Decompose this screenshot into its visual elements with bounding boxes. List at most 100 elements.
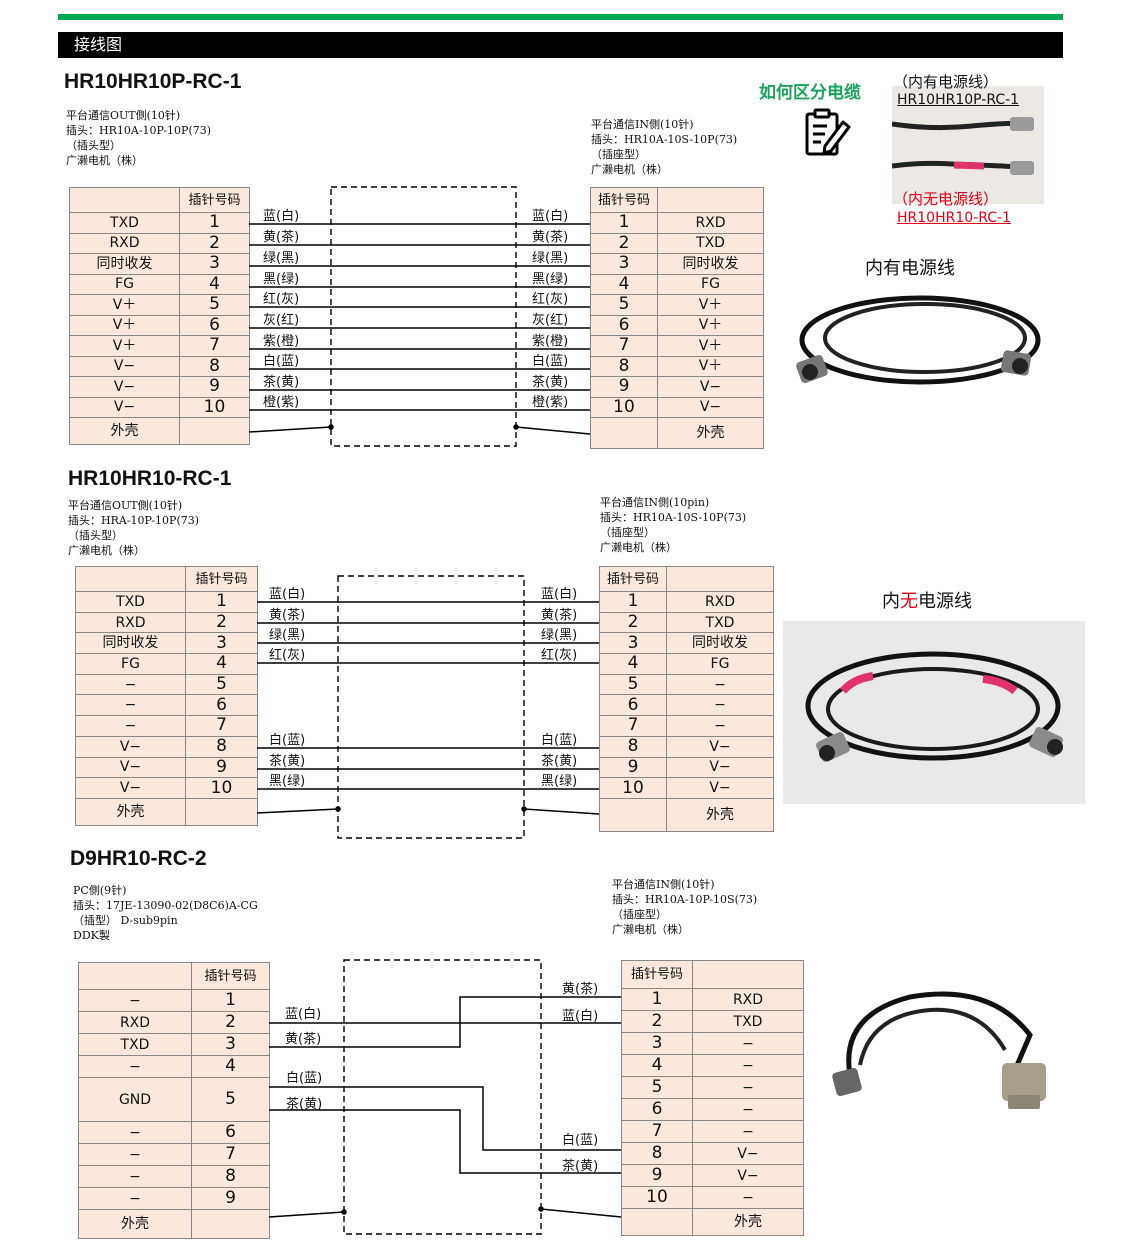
signal-name: V＋ bbox=[69, 314, 180, 336]
pin-row: V−10 bbox=[75, 777, 258, 799]
signal-name: TXD bbox=[78, 1033, 192, 1056]
diagram1-shield-box bbox=[330, 186, 517, 447]
shell-label: 外壳 bbox=[75, 797, 186, 826]
pin-number: 9 bbox=[185, 756, 258, 779]
how-to-distinguish-label: 如何区分电缆 bbox=[759, 83, 861, 103]
section-header: 接线图 bbox=[58, 32, 1063, 58]
wire-color-label: 红(灰) bbox=[269, 648, 306, 663]
photo2-caption: 内无电源线 bbox=[882, 591, 972, 612]
wire-color-label: 黑(绿) bbox=[269, 774, 306, 789]
shell-blank bbox=[179, 417, 250, 445]
signal-name: FG bbox=[666, 653, 774, 675]
no-power-line-label: （内无电源线） bbox=[893, 190, 999, 208]
pin-row: 10− bbox=[621, 1186, 804, 1209]
shell-label: 外壳 bbox=[657, 417, 764, 449]
wire bbox=[515, 426, 591, 435]
wire-color-label: 绿(黑) bbox=[541, 628, 578, 643]
wire-color-label: 黑(绿) bbox=[263, 272, 300, 287]
wire-color-label: 白(蓝) bbox=[541, 733, 578, 748]
dsub-cable-photo bbox=[830, 975, 1060, 1115]
shell-label: 外壳 bbox=[78, 1209, 192, 1239]
diagram1-left-info: 平台通信OUT側(10针) 插头：HR10A-10P-10P(73) （插头型）… bbox=[66, 109, 212, 167]
diagram3-title: D9HR10-RC-2 bbox=[70, 847, 207, 870]
wire-color-label: 黑(绿) bbox=[532, 272, 569, 287]
shell-blank bbox=[191, 1209, 270, 1239]
wire-color-label: 茶(黄) bbox=[263, 375, 300, 390]
wire bbox=[248, 426, 332, 433]
wire-color-label: 黄(茶) bbox=[269, 608, 306, 623]
signal-name: RXD bbox=[666, 591, 774, 613]
signal-name: 同时收发 bbox=[69, 253, 180, 275]
wire-color-label: 蓝(白) bbox=[269, 587, 306, 602]
pin-row: 3− bbox=[621, 1032, 804, 1055]
wire-color-label: 绿(黑) bbox=[532, 251, 569, 266]
wire bbox=[269, 996, 621, 1024]
signal-name: TXD bbox=[69, 212, 180, 234]
pin-table-blank-header bbox=[657, 187, 764, 213]
wire bbox=[268, 1211, 345, 1218]
wire-color-label: 茶(黄) bbox=[532, 375, 569, 390]
wire bbox=[269, 1109, 621, 1174]
wire-color-label: 茶(黄) bbox=[562, 1159, 599, 1174]
pin-number: 5 bbox=[191, 1077, 270, 1122]
no-power-model: HR10HR10-RC-1 bbox=[897, 210, 1011, 226]
pin-number-header: 插针号码 bbox=[621, 960, 693, 989]
wire-color-label: 蓝(白) bbox=[263, 209, 300, 224]
wire-color-label: 白(蓝) bbox=[263, 354, 300, 369]
shield-dot bbox=[513, 424, 519, 430]
wire-color-label: 白(蓝) bbox=[286, 1071, 323, 1086]
diagram1-right-info: 平台通信IN側(10针) 插头：HR10A-10S-10P(73) （插座型） … bbox=[591, 118, 738, 176]
shell-label: 外壳 bbox=[69, 417, 180, 445]
shell-label: 外壳 bbox=[666, 797, 774, 832]
photo1-caption: 内有电源线 bbox=[865, 258, 955, 279]
diagram2-left-info: 平台通信OUT側(10针) 插头：HRA-10P-10P(73) （插头型） 广… bbox=[68, 499, 200, 557]
pin-row: V−10 bbox=[69, 396, 250, 418]
wire-color-label: 黄(茶) bbox=[562, 982, 599, 997]
wire-color-label: 蓝(白) bbox=[562, 1009, 599, 1024]
shell-blank bbox=[590, 417, 658, 449]
pin-number-header: 插针号码 bbox=[179, 187, 250, 213]
pin-row: V−9 bbox=[75, 756, 258, 779]
wire bbox=[540, 1208, 622, 1218]
shield-dot bbox=[328, 424, 334, 430]
pin-table-blank-header bbox=[692, 960, 804, 989]
diagram1-title: HR10HR10P-RC-1 bbox=[64, 70, 242, 93]
wire-color-label: 橙(紫) bbox=[263, 395, 300, 410]
wire-color-label: 红(灰) bbox=[263, 292, 300, 307]
wire-color-label: 黄(茶) bbox=[285, 1032, 322, 1047]
cable-with-power-photo bbox=[790, 280, 1060, 400]
wire-color-label: 白(蓝) bbox=[269, 733, 306, 748]
shell-blank bbox=[185, 797, 258, 826]
wire-color-label: 白(蓝) bbox=[532, 354, 569, 369]
shield-dot bbox=[341, 1209, 347, 1215]
top-accent-bar bbox=[58, 14, 1063, 20]
signal-name: FG bbox=[657, 273, 764, 295]
shell-blank bbox=[621, 1208, 693, 1236]
pin-number-header: 插针号码 bbox=[185, 566, 258, 592]
signal-name: TXD bbox=[657, 232, 764, 254]
notepad-pen-icon[interactable] bbox=[803, 108, 851, 158]
wire-color-label: 灰(红) bbox=[263, 313, 300, 328]
shell-label: 外壳 bbox=[692, 1208, 804, 1236]
shield-dot bbox=[335, 806, 341, 812]
wire bbox=[256, 808, 339, 814]
wire-color-label: 白(蓝) bbox=[562, 1133, 599, 1148]
shield-dot bbox=[538, 1206, 544, 1212]
with-power-line-label: （内有电源线） bbox=[893, 73, 999, 91]
signal-name: V− bbox=[666, 777, 774, 799]
